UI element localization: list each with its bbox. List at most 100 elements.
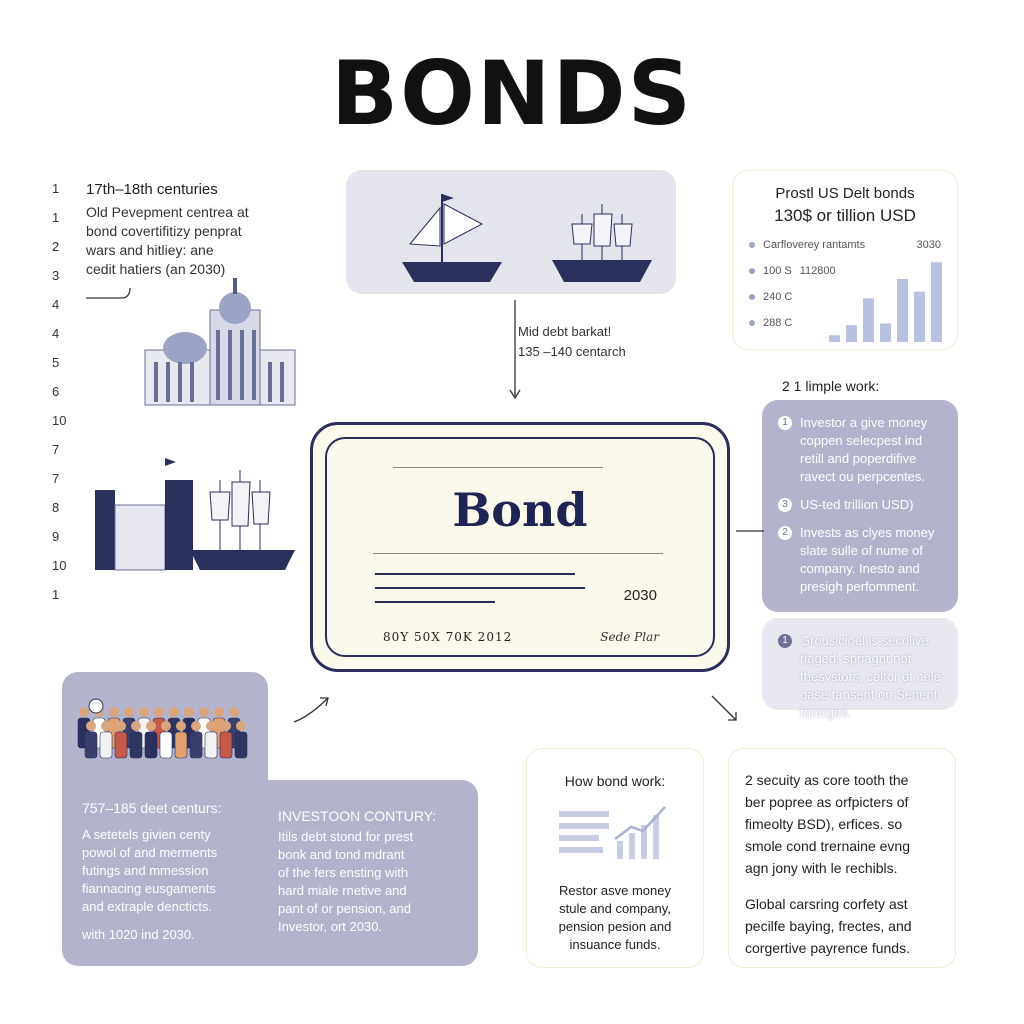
person-figure	[99, 721, 113, 759]
investor-heading: INVESTOON CONTURY:	[278, 808, 437, 824]
timeline-number: 4	[52, 326, 60, 341]
centuries-text: 757–185 deet centurs: A setetels givien …	[82, 800, 272, 944]
bullet-icon	[749, 320, 755, 326]
timeline-line: bond covertifitizy penprat	[86, 223, 242, 239]
timeline-number: 6	[52, 384, 60, 399]
timeline-number: 10	[52, 558, 67, 573]
us-debt-bar	[897, 279, 908, 342]
crowd-illustration	[77, 698, 248, 759]
timeline-number: 1	[52, 587, 60, 602]
security-line: Global carsring corfety ast	[745, 896, 908, 912]
investor-line: Itils debt stond for prest	[278, 829, 414, 844]
connector-line	[736, 530, 764, 532]
timeline-number: 7	[52, 442, 60, 457]
certificate-rule	[375, 573, 575, 575]
centuries-heading: 757–185 deet centurs:	[82, 800, 222, 816]
person-figure	[174, 721, 188, 759]
timeline-heading: 17th–18th centuries	[86, 181, 218, 198]
security-line: fimeolty BSD), erfices. so	[745, 816, 903, 832]
page-title: BONDS	[331, 42, 693, 145]
investor-line: hard miale rnetive and	[278, 883, 407, 898]
person-figure	[144, 721, 158, 759]
bullet-icon	[749, 242, 755, 248]
timeline-number: 2	[52, 239, 60, 254]
arrow-down-right-icon	[711, 695, 737, 721]
security-line: agn jony with le rechibls.	[745, 860, 898, 876]
certificate-signature: Sede Plar	[600, 630, 659, 644]
us-debt-bar	[914, 291, 925, 342]
arrow-up-right-icon	[293, 697, 329, 723]
how-bond-work-title: How bond work:	[564, 773, 666, 789]
centuries-line: powol of and merments	[82, 845, 218, 860]
ships-card	[346, 170, 676, 294]
certificate-rule	[393, 467, 603, 468]
how-bond-work-line: insuance funds.	[569, 937, 661, 952]
centuries-line: A setetels givien centy	[82, 827, 211, 842]
timeline-number: 5	[52, 355, 60, 370]
speech-bubble-icon	[88, 698, 104, 714]
how-bond-work-line: stule and company,	[559, 901, 671, 916]
us-debt-bar	[863, 298, 874, 342]
security-line: pecilfe baying, frectes, and	[745, 918, 912, 934]
how-bond-work-line: Restor asve money	[559, 883, 671, 898]
growth-chart-icon	[559, 806, 666, 859]
harbor-illustration	[95, 458, 295, 571]
bond-certificate: Bond 2030 80Y 50X 70K 2012 Sede Plar	[310, 422, 730, 672]
person-figure	[114, 721, 128, 759]
person-figure	[129, 721, 143, 759]
us-debt-card: Prostl US Delt bonds 130$ or tillion USD…	[732, 170, 958, 350]
certificate-rule	[373, 553, 663, 554]
centuries-line: fiannacing eusgaments	[82, 881, 216, 896]
investor-text: INVESTOON CONTURY: Itils debt stond for …	[278, 808, 468, 936]
centuries-line: with 1020 ind 2030.	[82, 927, 195, 942]
certificate-year: 2030	[623, 587, 657, 604]
investor-line: of the fers ensting with	[278, 865, 409, 880]
timeline-number: 7	[52, 471, 60, 486]
person-figure	[159, 721, 173, 759]
security-line: ber popree as orfpicters of	[745, 794, 909, 810]
centuries-line: futings and mmession	[82, 863, 209, 878]
person-figure	[234, 721, 248, 759]
bullet-icon	[749, 294, 755, 300]
timeline-line: wars and hitliey: ane	[86, 242, 214, 258]
us-debt-row: 288 C	[749, 310, 941, 336]
investor-line: bonk and tond mdrant	[278, 847, 405, 862]
person-figure	[219, 721, 233, 759]
investor-line: Investor, ort 2030.	[278, 919, 383, 934]
people-card-bottom	[62, 780, 478, 966]
timeline-line: Old Pevepment centrea at	[86, 204, 249, 220]
security-line: corgertive payrence funds.	[745, 940, 910, 956]
certificate-border	[325, 437, 715, 657]
people-card-top	[62, 672, 268, 792]
timeline-number: 4	[52, 297, 60, 312]
timeline-number: 3	[52, 268, 60, 283]
certificate-title: Bond	[452, 483, 588, 537]
person-figure	[204, 721, 218, 759]
sailing-ships-illustration	[402, 194, 652, 282]
person-figure	[84, 721, 98, 759]
us-debt-bar	[880, 323, 891, 342]
how-bond-work-line: pension pesion and	[558, 919, 672, 934]
security-line: 2 secuity as core tooth the	[745, 772, 909, 788]
how-it-works-heading: 2 1 limple work:	[782, 378, 880, 394]
security-card: 2 secuity as core tooth the ber popree a…	[728, 748, 956, 968]
timeline-pointer	[86, 287, 131, 299]
timeline-line: cedit hatiers (an 2030)	[86, 261, 226, 277]
us-debt-bar	[846, 325, 857, 342]
certificate-codes: 80Y 50X 70K 2012	[383, 630, 513, 644]
us-debt-title: Prostl US Delt bonds	[775, 185, 915, 202]
us-debt-bar	[931, 262, 942, 342]
person-figure	[189, 721, 203, 759]
timeline-number: 10	[52, 413, 67, 428]
bullet-icon	[749, 268, 755, 274]
us-debt-bar	[829, 335, 840, 342]
mid-debt-line: Mid debt barkat!	[518, 324, 612, 339]
